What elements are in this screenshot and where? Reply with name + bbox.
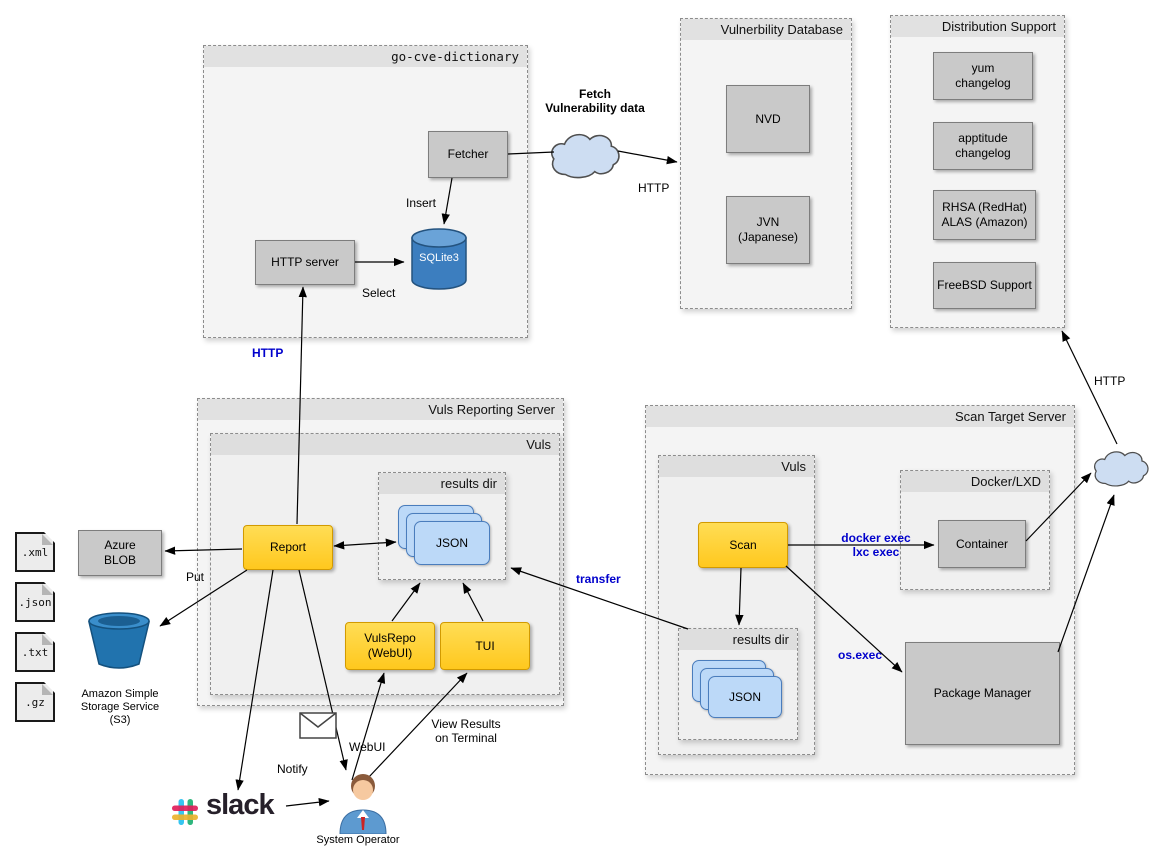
label-insert: Insert xyxy=(406,196,437,210)
label-transfer: transfer xyxy=(576,572,621,586)
label-s3: Amazon Simple Storage Service (S3) xyxy=(80,688,160,727)
node-http-server: HTTP server xyxy=(255,240,355,285)
node-yum-changelog: yum changelog xyxy=(933,52,1033,100)
sqlite3-database-icon xyxy=(411,228,467,290)
file-icon-xml: .xml xyxy=(15,532,55,572)
node-nvd: NVD xyxy=(726,85,810,153)
node-package-manager: Package Manager xyxy=(905,642,1060,745)
slack-logo-icon xyxy=(172,799,198,825)
node-rhsa-alas: RHSA (RedHat) ALAS (Amazon) xyxy=(933,190,1036,240)
arrow-cloud-to-vulndb xyxy=(617,150,678,165)
label-put: Put xyxy=(186,570,205,584)
file-icon-gz: .gz xyxy=(15,682,55,722)
node-tui: TUI xyxy=(440,622,530,670)
label-http-report: HTTP xyxy=(252,346,284,360)
arrow-slack-to-operator xyxy=(285,798,330,807)
file-icon-json: .json xyxy=(15,582,55,622)
panel-title-go-cve-dictionary: go-cve-dictionary xyxy=(204,46,527,67)
node-azure-blob: Azure BLOB xyxy=(78,530,162,576)
node-fetcher: Fetcher xyxy=(428,131,508,178)
node-scan: Scan xyxy=(698,522,788,568)
node-freebsd-support: FreeBSD Support xyxy=(933,262,1036,309)
file-icon-txt: .txt xyxy=(15,632,55,672)
panel-title-vulnerability-database: Vulnerbility Database xyxy=(681,19,851,40)
node-report: Report xyxy=(243,525,333,570)
panel-vulnerability-database: Vulnerbility Database xyxy=(680,18,852,309)
label-os-exec: os.exec xyxy=(838,648,883,662)
panel-title-scan-vuls: Vuls xyxy=(659,456,814,477)
json-doc-front: JSON xyxy=(414,521,490,565)
label-select: Select xyxy=(362,286,396,300)
node-jvn: JVN (Japanese) xyxy=(726,196,810,264)
label-docker-exec: docker exec lxc exec xyxy=(841,531,911,560)
panel-go-cve-dictionary: go-cve-dictionary xyxy=(203,45,528,338)
label-notify: Notify xyxy=(277,762,308,776)
system-operator-icon xyxy=(339,774,387,834)
label-fetch-vulnerability-data: Fetch Vulnerability data xyxy=(545,87,645,116)
internet-cloud-icon xyxy=(1093,451,1149,487)
email-envelope-icon xyxy=(299,712,337,739)
panel-title-scan-target-server: Scan Target Server xyxy=(646,406,1074,427)
panel-title-reporting-results-dir: results dir xyxy=(379,473,505,494)
slack-wordmark: slack xyxy=(206,789,275,821)
panel-title-distribution-support: Distribution Support xyxy=(891,16,1064,37)
node-vulsrepo: VulsRepo (WebUI) xyxy=(345,622,435,670)
node-container: Container xyxy=(938,520,1026,568)
json-doc-front: JSON xyxy=(708,676,782,718)
internet-cloud-icon xyxy=(551,133,620,179)
label-view-results: View Results on Terminal xyxy=(431,717,501,746)
panel-title-scan-results-dir: results dir xyxy=(679,629,797,650)
label-system-operator: System Operator xyxy=(316,834,400,846)
node-apptitude-changelog: apptitude changelog xyxy=(933,122,1033,170)
label-http-dist: HTTP xyxy=(1094,374,1126,388)
label-http-fetch: HTTP xyxy=(638,181,670,195)
panel-title-vuls-reporting-server: Vuls Reporting Server xyxy=(198,399,563,420)
s3-bucket-icon xyxy=(88,612,150,669)
label-webui: WebUI xyxy=(349,740,386,754)
panel-title-docker-lxd: Docker/LXD xyxy=(901,471,1049,492)
panel-title-reporting-vuls: Vuls xyxy=(211,434,559,455)
sqlite3-label: SQLite3 xyxy=(419,252,459,264)
